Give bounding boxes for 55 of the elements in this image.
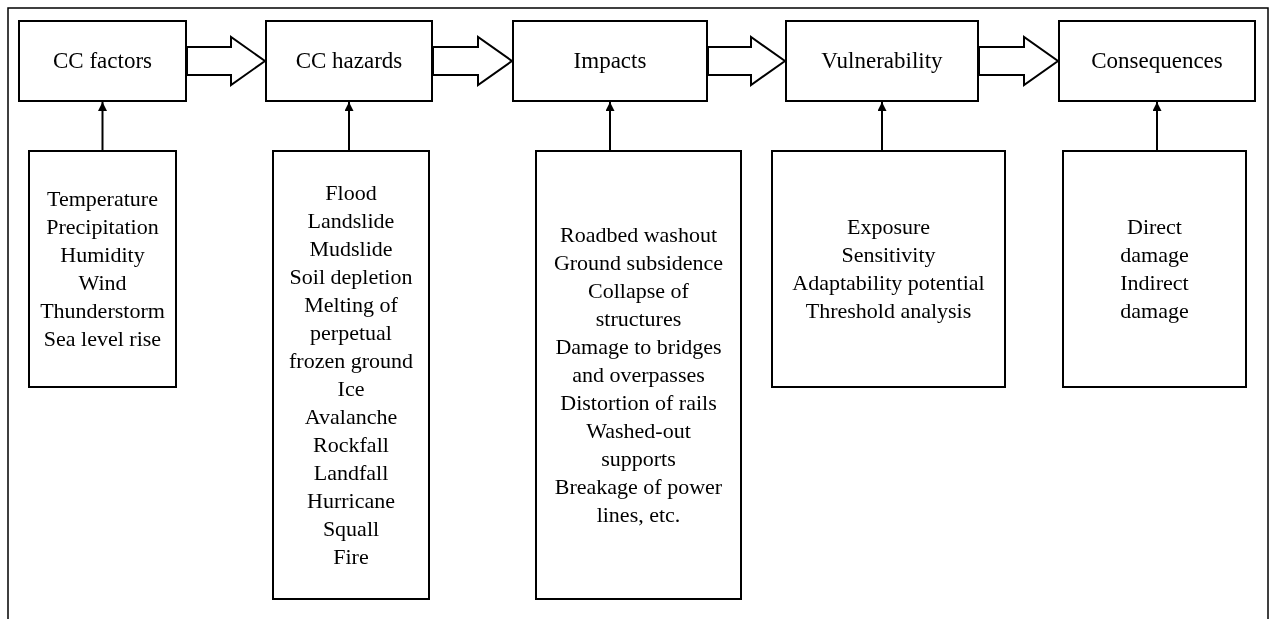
item-text: Soil depletion — [289, 263, 413, 291]
item-text: Wind — [78, 269, 127, 297]
arrow — [98, 101, 107, 151]
item-text: Squall — [322, 515, 380, 543]
detail-box — [1062, 150, 1247, 388]
item-text: Ground subsidence — [553, 249, 724, 277]
item-text: Landfall — [313, 459, 389, 487]
stage-label: Vulnerability — [821, 47, 943, 75]
item-text: Collapse of structures — [587, 277, 690, 333]
stage-label: CC factors — [53, 47, 152, 75]
detail-box — [771, 150, 1006, 388]
arrow — [344, 101, 354, 151]
item-text: Breakage of power lines, etc. — [553, 473, 724, 529]
item-text: Humidity — [60, 241, 145, 269]
detail-box — [535, 150, 742, 600]
stage-box — [512, 20, 708, 102]
block-arrow — [978, 35, 1060, 87]
item-text: Temperature — [47, 185, 158, 213]
item-text: Fire — [333, 543, 369, 571]
item-text: Precipitation — [46, 213, 159, 241]
stage-label: Impacts — [573, 47, 647, 75]
item-text: Thunderstorm — [40, 297, 165, 325]
item-text: Sensitivity — [841, 241, 936, 269]
item-text: Melting of perpetual frozen ground — [288, 291, 414, 375]
item-text: Indirect damage — [1119, 269, 1190, 325]
arrow — [877, 101, 887, 151]
item-text: Landslide — [307, 207, 395, 235]
block-arrow — [186, 35, 267, 87]
detail-box — [28, 150, 177, 388]
item-text: Roadbed washout — [560, 221, 717, 249]
item-text: Avalanche — [304, 403, 398, 431]
arrow — [605, 101, 615, 151]
item-text: Distortion of rails — [560, 389, 717, 417]
item-text: Washed-out supports — [585, 417, 692, 473]
block-arrow — [432, 35, 514, 87]
item-text: Flood — [325, 179, 377, 207]
item-text: Damage to bridges and overpasses — [554, 333, 723, 389]
item-text: Hurricane — [307, 487, 395, 515]
block-arrow — [707, 35, 787, 87]
stage-label: CC hazards — [295, 47, 403, 75]
item-text: Adaptability potential — [792, 269, 985, 297]
detail-box — [272, 150, 430, 600]
item-text: Rockfall — [313, 431, 389, 459]
stage-box — [785, 20, 979, 102]
stage-box — [265, 20, 433, 102]
item-text: Ice — [337, 375, 365, 403]
arrow — [1152, 101, 1162, 151]
stage-box — [18, 20, 187, 102]
stage-label: Consequences — [1091, 47, 1223, 75]
stage-box — [1058, 20, 1256, 102]
item-text: Threshold analysis — [805, 297, 972, 325]
item-text: Exposure — [846, 213, 931, 241]
item-text: Mudslide — [309, 235, 393, 263]
item-text: Sea level rise — [43, 325, 162, 353]
item-text: Direct damage — [1119, 213, 1190, 269]
